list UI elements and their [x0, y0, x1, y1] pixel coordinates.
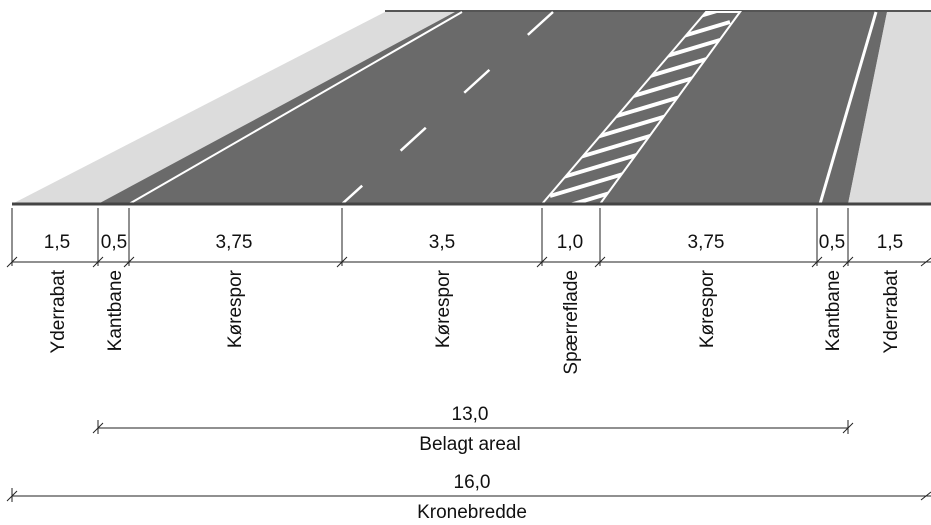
segment-label: Spærreflade: [561, 270, 582, 375]
segment-label: Kørespor: [433, 269, 454, 348]
crown-width-value: 16,0: [454, 472, 491, 493]
segment-width: 0,5: [819, 232, 845, 253]
left-edge-marking: [128, 11, 463, 205]
segment-label: Yderrabat: [48, 269, 69, 353]
segment-dimension-line: [6, 208, 931, 268]
segment-label: Kantbane: [823, 270, 844, 351]
road-perspective: [12, 10, 931, 206]
segment-widths: 1,5 0,5 3,75 3,5 1,0 3,75 0,5 1,5: [44, 232, 903, 253]
crown-width-label: Kronebredde: [417, 502, 527, 523]
segment-width: 1,5: [877, 232, 903, 253]
segment-labels: Yderrabat Kantbane Kørespor Kørespor Spæ…: [48, 269, 902, 374]
paved-width-value: 13,0: [452, 404, 489, 425]
right-shoulder: [848, 12, 931, 204]
segment-width: 1,0: [557, 232, 583, 253]
segment-width: 3,75: [216, 232, 253, 253]
segment-label: Kantbane: [105, 270, 126, 351]
right-edge-marking: [818, 11, 878, 205]
segment-label: Kørespor: [225, 269, 246, 348]
paved-area-dimension: 13,0 Belagt areal: [92, 404, 854, 455]
segment-width: 3,5: [429, 232, 455, 253]
crown-width-dimension: 16,0 Kronebredde: [6, 472, 931, 523]
segment-label: Yderrabat: [881, 269, 902, 353]
segment-width: 3,75: [688, 232, 725, 253]
paved-area-label: Belagt areal: [419, 434, 520, 455]
segment-width: 0,5: [101, 232, 127, 253]
segment-width: 1,5: [44, 232, 70, 253]
segment-label: Kørespor: [697, 269, 718, 348]
